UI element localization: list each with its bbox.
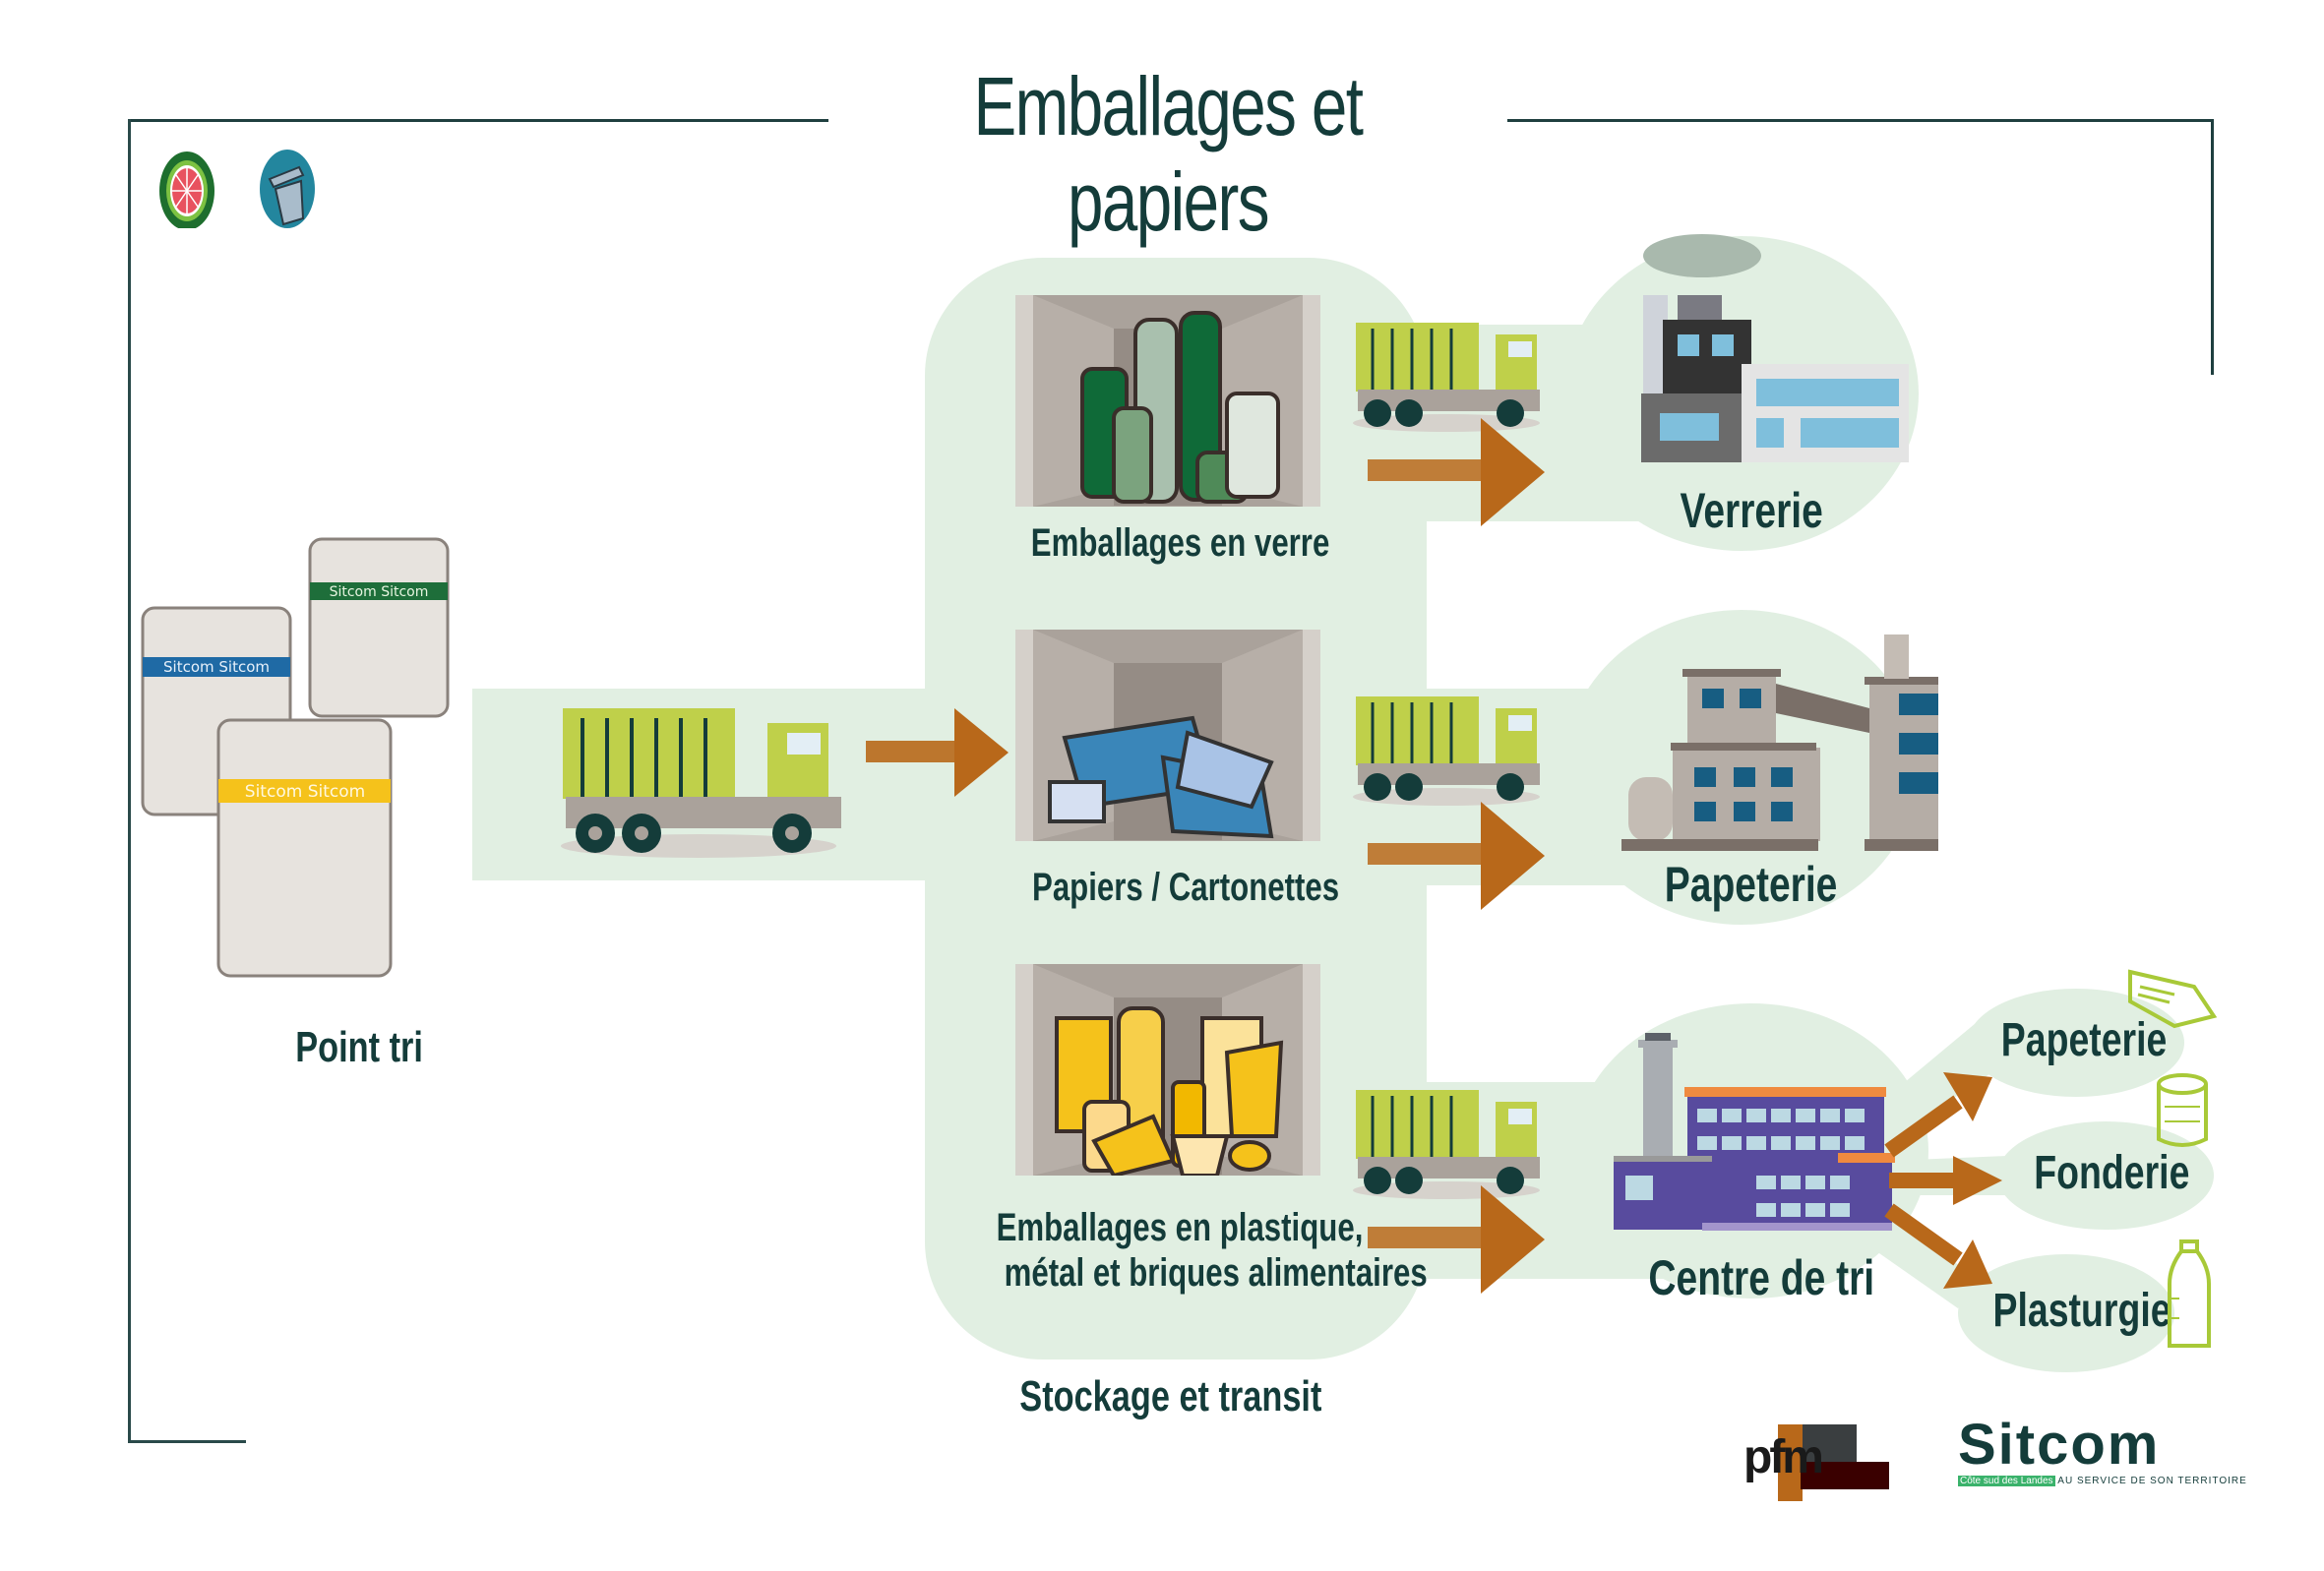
destination-label: Centre de tri: [1648, 1250, 1874, 1305]
paper-storage-icon: [1015, 630, 1320, 841]
sitcom-region: Côte sud des Landes: [1958, 1476, 2055, 1486]
source-label: Point tri: [295, 1023, 423, 1071]
sorting-center-icon: [1614, 1033, 1895, 1231]
material-label: Emballages en verre: [1030, 521, 1330, 565]
glass-factory-icon: [1641, 234, 1909, 462]
frame-line: [2211, 119, 2214, 375]
arrow-icon: [1368, 1185, 1545, 1294]
svg-text:Sitcom Sitcom: Sitcom Sitcom: [330, 584, 429, 600]
truck-icon: [1353, 696, 1540, 806]
plastic-bottle-icon: [2168, 1239, 2211, 1348]
destination-label: Verrerie: [1680, 483, 1823, 538]
destination-label: Papeterie: [1665, 857, 1838, 912]
svg-text:Sitcom Sitcom: Sitcom Sitcom: [163, 658, 270, 676]
truck-icon: [561, 708, 841, 858]
compost-recycle-icon: [157, 150, 216, 228]
frame-line: [128, 119, 828, 122]
sitcom-container-green: Sitcom Sitcom: [308, 537, 450, 718]
sitcom-container-yellow: Sitcom Sitcom: [216, 718, 393, 978]
output-label: Fonderie: [2034, 1147, 2190, 1199]
newspaper-icon: [2128, 969, 2218, 1029]
arrow-icon: [1368, 802, 1545, 910]
arrow-icon: [1884, 1203, 1992, 1289]
truck-icon: [1353, 1090, 1540, 1199]
arrow-icon: [1889, 1156, 2002, 1205]
pfm-logo: pfm: [1743, 1424, 1891, 1503]
frame-line: [1507, 119, 2214, 122]
container-group: Sitcom Sitcom Sitcom Sitcom Sitcom Sitco…: [141, 537, 450, 978]
sitcom-tagline: AU SERVICE DE SON TERRITOIRE: [2057, 1476, 2247, 1486]
material-label: Emballages en plastique, métal et brique…: [996, 1206, 1428, 1295]
arrow-icon: [866, 708, 1009, 797]
output-label: Plasturgie: [1992, 1285, 2171, 1337]
tin-can-icon: [2157, 1073, 2208, 1147]
trash-bin-icon: [258, 150, 317, 228]
page-title: Emballages et papiers: [973, 60, 1364, 248]
glass-storage-icon: [1015, 295, 1320, 507]
frame-line: [128, 119, 131, 1442]
arrow-icon: [1884, 1072, 1992, 1158]
plastic-metal-storage-icon: [1015, 964, 1320, 1176]
stage-label: Stockage et transit: [1019, 1372, 1322, 1420]
sorting-arrows: [1884, 1072, 2002, 1289]
sitcom-logo: Sitcom Côte sud des Landes AU SERVICE DE…: [1958, 1413, 2247, 1486]
material-label: Papiers / Cartonettes: [1032, 866, 1340, 909]
truck-icon: [1353, 323, 1540, 432]
svg-text:Sitcom Sitcom: Sitcom Sitcom: [245, 782, 365, 802]
output-label: Papeterie: [2000, 1014, 2168, 1066]
paper-mill-icon: [1621, 634, 1938, 851]
frame-line: [128, 1440, 246, 1443]
arrow-icon: [1368, 418, 1545, 526]
